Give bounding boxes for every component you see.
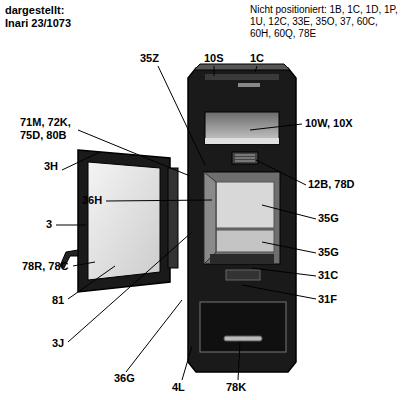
callout-number: 78K bbox=[226, 381, 246, 394]
callout-number: 31F bbox=[318, 293, 337, 306]
callout-number: 36H bbox=[82, 194, 102, 207]
top-cover bbox=[205, 74, 279, 80]
note-text: dargestellt: Inari 23/1073 bbox=[5, 4, 90, 30]
back-panel-lower bbox=[216, 230, 274, 252]
callout-number: 71M, 72K, 75D, 80B bbox=[20, 116, 80, 142]
grill-slots bbox=[235, 155, 255, 161]
vent-grill bbox=[232, 152, 258, 164]
door-frame bbox=[78, 150, 170, 292]
door-glass bbox=[88, 162, 160, 280]
callout-number: 31C bbox=[318, 269, 338, 282]
callout-number: 12B, 78D bbox=[308, 178, 354, 191]
callout-number: 1C bbox=[250, 52, 264, 65]
ash-drawer bbox=[200, 302, 286, 352]
compartment-floor bbox=[205, 138, 279, 144]
callout-number: 78R, 78C bbox=[22, 260, 68, 273]
callout-number: 35G bbox=[318, 246, 339, 259]
callout-number: 3J bbox=[52, 337, 64, 350]
leader-lines bbox=[56, 66, 316, 380]
callout-number: 81 bbox=[52, 294, 64, 307]
back-panel-upper bbox=[216, 182, 274, 228]
callout-number: 35G bbox=[318, 212, 339, 225]
callout-number: 36G bbox=[114, 372, 135, 385]
logo-badge bbox=[238, 83, 260, 87]
grate bbox=[210, 254, 274, 264]
firebox bbox=[204, 172, 280, 264]
door-hinge-side bbox=[168, 168, 178, 268]
air-slide bbox=[226, 270, 260, 280]
stove-body bbox=[188, 68, 296, 372]
callout-number: 4L bbox=[172, 381, 185, 394]
callout-number: 3 bbox=[46, 218, 52, 231]
callout-number: 10W, 10X bbox=[305, 117, 353, 130]
callout-number: 35Z bbox=[140, 52, 159, 65]
note-text: Nicht positioniert: 1B, 1C, 1D, 1P, 1U, … bbox=[250, 4, 398, 40]
callout-number: 3H bbox=[44, 160, 58, 173]
drawer-handle bbox=[224, 336, 262, 341]
side-panel bbox=[204, 172, 216, 264]
top-plate bbox=[194, 64, 290, 70]
callout-number: 10S bbox=[204, 52, 224, 65]
